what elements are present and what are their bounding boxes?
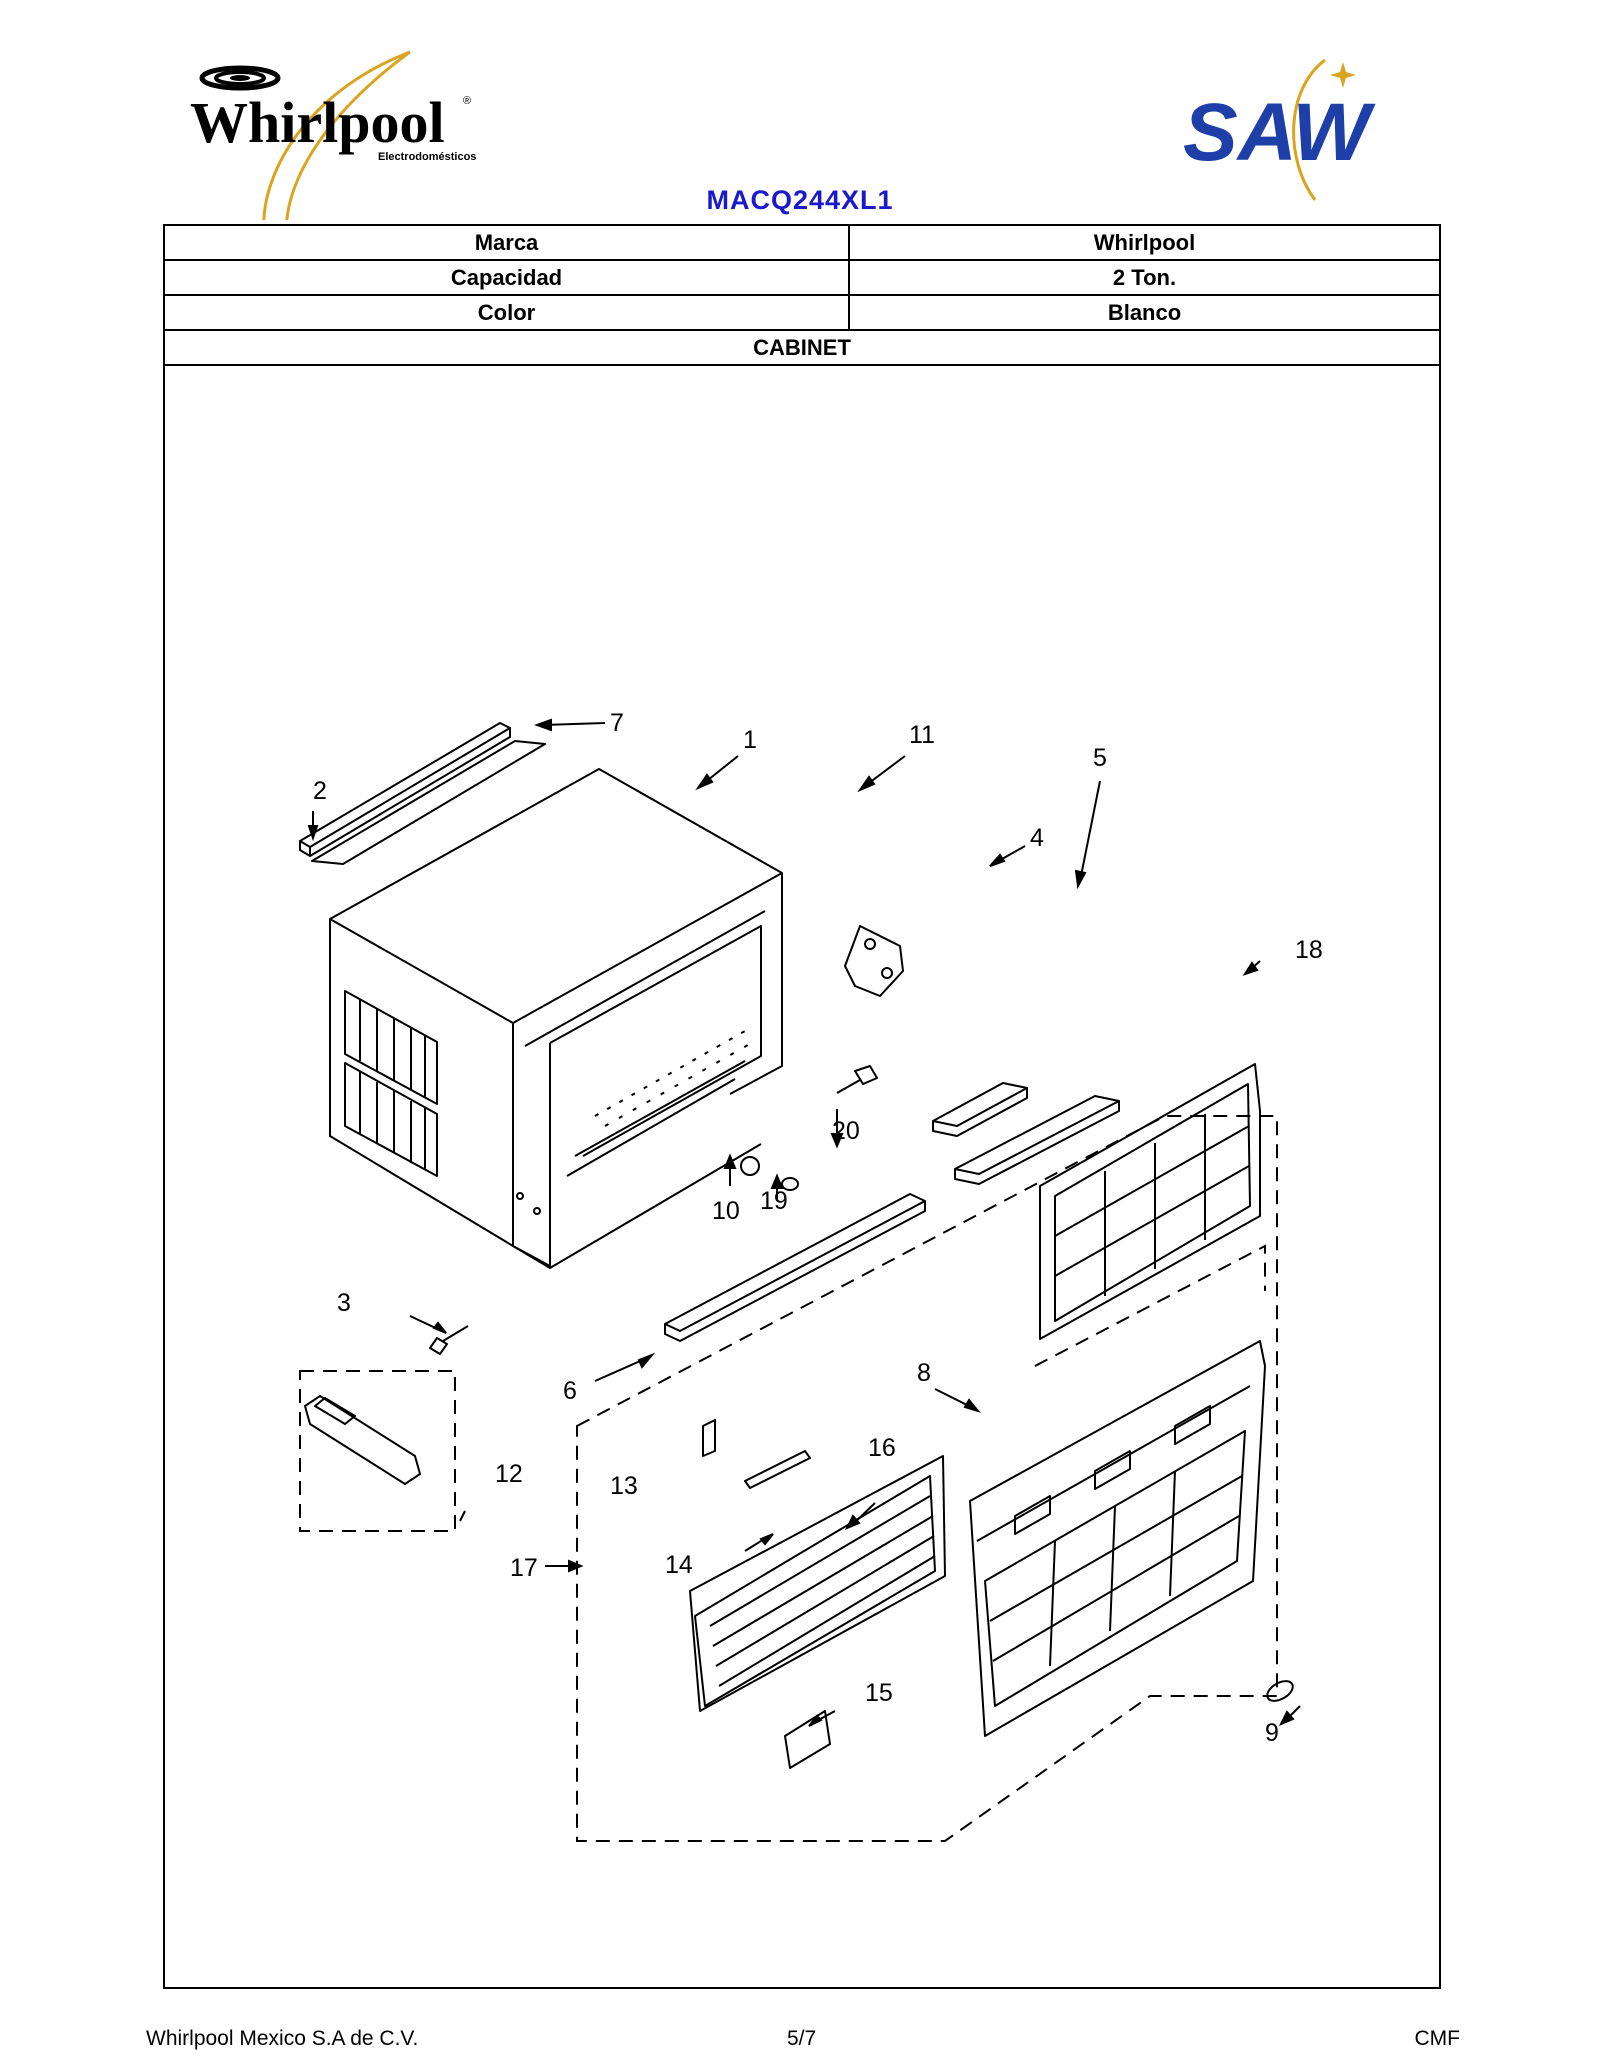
spec-value: Blanco [1107, 299, 1182, 325]
callout-16: 16 [868, 1434, 896, 1462]
part-11-bracket [844, 925, 904, 997]
part-12-remote [304, 1395, 421, 1485]
part-9-badge [1266, 1680, 1294, 1702]
callout-5: 5 [1093, 744, 1107, 772]
callout-6: 6 [563, 1377, 577, 1405]
callout-1: 1 [743, 726, 757, 754]
exploded-parts-diagram: 2 7 1 11 5 4 18 20 10 19 3 6 8 9 16 12 1… [299, 709, 1323, 1842]
group-12-box [299, 1370, 456, 1532]
spec-label: Capacidad [165, 261, 850, 294]
callout-9: 9 [1265, 1719, 1279, 1747]
footer-code: CMF [1414, 2027, 1461, 2050]
callout-18: 18 [1295, 936, 1323, 964]
part-14-bracket [744, 1450, 811, 1489]
callout-14: 14 [665, 1551, 693, 1579]
whirlpool-logo: Whirlpool ® Electrodomésticos [190, 50, 476, 220]
callout-3: 3 [337, 1289, 351, 1317]
part-19-washer [781, 1177, 799, 1191]
part-20-screw [836, 1065, 878, 1094]
group-18-box [1034, 1244, 1266, 1367]
whirlpool-logo-subtext: Electrodomésticos [378, 151, 476, 163]
callout-8: 8 [917, 1359, 931, 1387]
section-title-row: CABINET [165, 331, 1439, 366]
callout-12: 12 [495, 1460, 523, 1488]
part-1-cabinet [329, 768, 783, 1269]
saw-logo: SAW [1183, 58, 1376, 201]
part-4-strip [932, 1082, 1028, 1137]
callout-17: 17 [510, 1554, 538, 1582]
part-10-nut [740, 1156, 760, 1176]
callout-4: 4 [1030, 824, 1044, 852]
callout-7: 7 [610, 709, 624, 737]
spec-value: Whirlpool [1093, 229, 1196, 255]
part-5-strip [954, 1095, 1120, 1185]
spec-label: Marca [165, 226, 850, 259]
part-6-bar [664, 1193, 926, 1342]
section-title: CABINET [753, 334, 851, 360]
whirlpool-logo-text: Whirlpool [190, 90, 445, 155]
part-16-front-panel [689, 1455, 946, 1712]
part-18-filter [1039, 1063, 1261, 1340]
part-8-grille [969, 1340, 1266, 1737]
spec-value: 2 Ton. [1112, 264, 1177, 290]
part-3-screw [429, 1325, 469, 1355]
spec-sheet-frame: Marca Whirlpool Capacidad 2 Ton. Color B… [163, 224, 1441, 1989]
callout-15: 15 [865, 1679, 893, 1707]
part-7-strip [311, 740, 546, 865]
callout-2: 2 [313, 777, 327, 805]
saw-logo-text: SAW [1183, 87, 1376, 178]
footer-company: Whirlpool Mexico S.A de C.V. [146, 2027, 419, 2050]
callout-20: 20 [832, 1117, 860, 1145]
callout-13: 13 [610, 1472, 638, 1500]
spec-row-capacidad: Capacidad 2 Ton. [165, 261, 1439, 296]
callout-11: 11 [909, 721, 935, 749]
callout-19: 19 [760, 1187, 788, 1215]
model-number: MACQ244XL1 [706, 185, 894, 215]
spec-row-color: Color Blanco [165, 296, 1439, 331]
svg-text:®: ® [463, 95, 471, 107]
spec-label: Color [165, 296, 850, 329]
part-2-rail [299, 722, 511, 857]
part-15-clip [784, 1710, 831, 1769]
part-13-sensor [702, 1419, 716, 1457]
footer-page-number: 5/7 [787, 2027, 817, 2050]
spec-row-marca: Marca Whirlpool [165, 226, 1439, 261]
star-icon [1330, 62, 1356, 88]
callout-10: 10 [712, 1197, 740, 1225]
